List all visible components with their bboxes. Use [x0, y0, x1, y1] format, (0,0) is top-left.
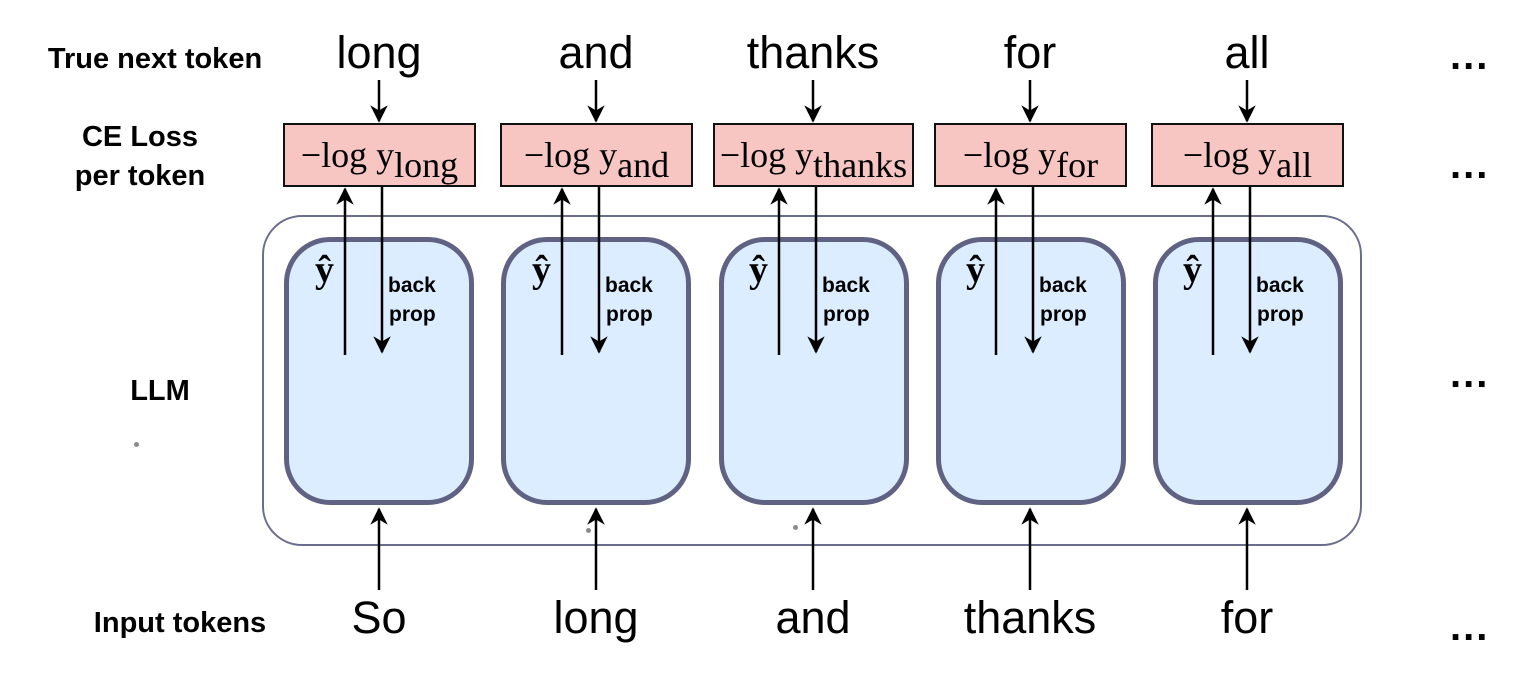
llm-cell: [501, 237, 691, 505]
llm-cell: [719, 237, 909, 505]
loss-formula-prefix: −log y: [1182, 135, 1277, 175]
true-next-token: thanks: [746, 27, 880, 78]
prediction-yhat-label: ŷ: [1183, 249, 1202, 291]
prediction-yhat-label: ŷ: [966, 249, 985, 291]
input-token: So: [351, 592, 407, 643]
true-next-token: all: [1224, 27, 1270, 78]
input-token: and: [775, 592, 851, 643]
backprop-label-line2: prop: [606, 303, 653, 326]
true-next-token: and: [558, 27, 634, 78]
backprop-label-line1: back: [388, 274, 436, 297]
backprop-label-line1: back: [605, 274, 653, 297]
loss-formula-prefix: −log y: [719, 135, 814, 175]
true-next-token: for: [1003, 27, 1057, 78]
backprop-label-line2: prop: [1257, 303, 1304, 326]
backprop-label-line1: back: [822, 274, 870, 297]
input-token: thanks: [963, 592, 1097, 643]
backprop-label-line1: back: [1039, 274, 1087, 297]
true-next-token-label: True next token: [47, 43, 263, 75]
backprop-label-line2: prop: [823, 303, 870, 326]
true-next-token: long: [336, 27, 422, 78]
backprop-label-line2: prop: [389, 303, 436, 326]
llm-cell: [1153, 237, 1343, 505]
loss-formula-subscript: for: [1056, 145, 1099, 185]
stray-dot: [586, 528, 591, 533]
input-token: long: [553, 592, 639, 643]
ce-loss-label-line1: CE Loss: [81, 121, 199, 153]
ellipsis-llm: ...: [1450, 352, 1490, 396]
prediction-yhat-label: ŷ: [532, 249, 551, 291]
loss-formula-prefix: −log y: [962, 135, 1057, 175]
loss-formula-prefix: −log y: [300, 135, 395, 175]
prediction-yhat-label: ŷ: [315, 249, 334, 291]
loss-formula-subscript: all: [1276, 145, 1313, 185]
stray-dot: [134, 442, 139, 447]
loss-formula-subscript: long: [394, 145, 459, 185]
llm-cell: [284, 237, 474, 505]
input-token: for: [1220, 592, 1274, 643]
backprop-label-line2: prop: [1040, 303, 1087, 326]
llm-cell: [936, 237, 1126, 505]
stray-dot: [793, 525, 798, 530]
loss-formula-prefix: −log y: [523, 135, 618, 175]
ellipsis-loss: ...: [1450, 143, 1490, 187]
ellipsis-true-tokens: ...: [1450, 34, 1490, 78]
prediction-yhat-label: ŷ: [749, 249, 768, 291]
backprop-label-line1: back: [1256, 274, 1304, 297]
loss-formula-subscript: and: [617, 145, 670, 185]
ellipsis-input-tokens: ...: [1450, 605, 1490, 649]
llm-label: LLM: [130, 375, 190, 407]
ce-loss-label-line2: per token: [74, 160, 206, 192]
loss-formula-subscript: thanks: [813, 145, 908, 185]
input-tokens-label: Input tokens: [93, 607, 267, 639]
